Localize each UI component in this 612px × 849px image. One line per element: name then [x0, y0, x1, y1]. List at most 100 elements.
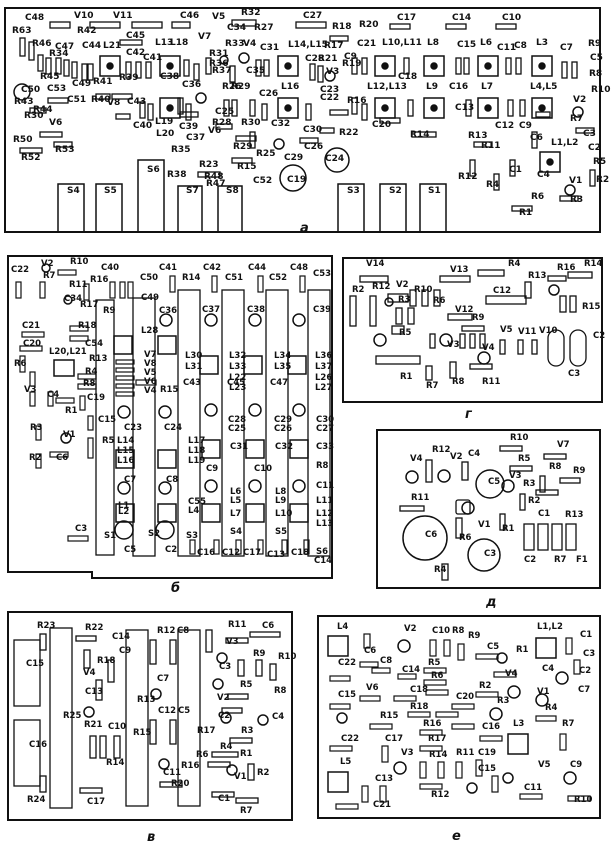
- component-label: C8: [514, 41, 527, 51]
- component-label: R11: [482, 377, 500, 387]
- component-label: R12: [431, 790, 449, 800]
- component-label: R4: [486, 180, 499, 190]
- component-label: C14: [452, 13, 471, 23]
- component-label: C38: [247, 305, 265, 315]
- component-label: C3: [583, 129, 596, 139]
- component-label: C13: [85, 687, 103, 697]
- component-label: L23: [229, 383, 246, 393]
- component-label: C20: [372, 120, 391, 130]
- component-label: C15: [338, 690, 356, 700]
- component-label: R1: [65, 406, 78, 416]
- component-label: V3: [326, 67, 339, 77]
- component-label: R11: [456, 748, 474, 758]
- component-label: V14: [366, 259, 384, 269]
- component-label: V7: [144, 350, 157, 360]
- round-parts-a: [13, 52, 584, 196]
- component-label: V6: [144, 377, 157, 387]
- component-label: C33: [316, 442, 334, 452]
- component-label: R9: [573, 466, 586, 476]
- component-label: L5: [230, 496, 241, 506]
- component-label: R15: [380, 711, 398, 721]
- component-label: S1: [104, 531, 116, 541]
- component-label: C27: [316, 424, 334, 434]
- component-label: C6: [262, 621, 274, 631]
- component-label: R11: [69, 280, 87, 290]
- component-label: S4: [67, 186, 80, 196]
- component-label: R12: [458, 172, 477, 182]
- component-label: R25: [256, 149, 275, 159]
- component-label: R5: [593, 157, 606, 167]
- component-label: C14: [112, 632, 130, 642]
- component-label: R1: [400, 372, 413, 382]
- component-label: S2: [389, 186, 402, 196]
- component-label: C15: [98, 415, 116, 425]
- component-label: L6: [480, 38, 492, 48]
- component-label: C22: [341, 734, 359, 744]
- caption-g: г: [465, 407, 473, 422]
- component-label: C18: [398, 72, 417, 82]
- component-label: C4: [542, 664, 554, 674]
- component-label: R4: [85, 367, 98, 377]
- component-label: R9: [253, 649, 266, 659]
- component-label: C1: [538, 509, 550, 519]
- component-label: C7: [560, 43, 573, 53]
- component-label: V4: [505, 669, 518, 679]
- component-label: L34: [274, 351, 291, 361]
- component-label: R50: [13, 135, 32, 145]
- component-label: C26: [274, 424, 292, 434]
- component-label: R17: [80, 300, 98, 310]
- component-label: C1: [218, 794, 230, 804]
- component-label: C43: [183, 378, 201, 388]
- component-label: R42: [77, 26, 96, 36]
- component-label: R7: [562, 719, 575, 729]
- component-label: C45: [227, 378, 245, 388]
- component-label: V4: [144, 386, 157, 396]
- component-label: C12: [493, 286, 511, 296]
- component-label: C15: [478, 764, 496, 774]
- board-outline-e: [317, 615, 601, 819]
- component-label: C2: [579, 666, 591, 676]
- component-label: R15: [160, 385, 178, 395]
- component-label: L26: [315, 373, 332, 383]
- component-label: S8: [226, 186, 239, 196]
- component-label: C6: [425, 530, 437, 540]
- component-label: R53: [55, 145, 74, 155]
- component-label: C4: [272, 712, 284, 722]
- caption-d: д: [485, 595, 497, 610]
- component-label: L37: [315, 362, 332, 372]
- component-label: C2: [593, 331, 605, 341]
- component-label: L27: [315, 383, 332, 393]
- component-label: C15: [26, 659, 44, 669]
- component-label: R9: [468, 631, 481, 641]
- component-label: R18: [332, 22, 351, 32]
- component-label: C18: [410, 685, 428, 695]
- component-label: C6: [56, 453, 68, 463]
- component-label: C13: [375, 774, 393, 784]
- bar-parts-e: [329, 633, 591, 810]
- component-label: R19: [342, 59, 361, 69]
- caption-a: а: [300, 221, 309, 236]
- component-label: C8: [380, 656, 392, 666]
- component-label: C52: [269, 273, 287, 283]
- component-label: C22: [11, 265, 29, 275]
- component-label: L12: [316, 509, 333, 519]
- component-label: L32: [229, 351, 246, 361]
- component-label: R3: [570, 195, 583, 205]
- component-label: C5: [178, 706, 190, 716]
- component-label: C9: [570, 760, 582, 770]
- component-label: C5: [590, 53, 603, 63]
- component-label: C44: [82, 41, 101, 51]
- component-label: R8: [452, 377, 465, 387]
- component-label: C48: [290, 263, 308, 273]
- component-label: V3: [447, 340, 460, 350]
- component-label: R15: [237, 162, 256, 172]
- component-label: R10: [591, 85, 610, 95]
- component-label: R39: [119, 73, 138, 83]
- component-label: C48: [25, 13, 44, 23]
- component-label: C1: [580, 630, 592, 640]
- component-label: V3: [24, 385, 37, 395]
- component-label: R24: [27, 795, 45, 805]
- component-label: R14: [410, 130, 429, 140]
